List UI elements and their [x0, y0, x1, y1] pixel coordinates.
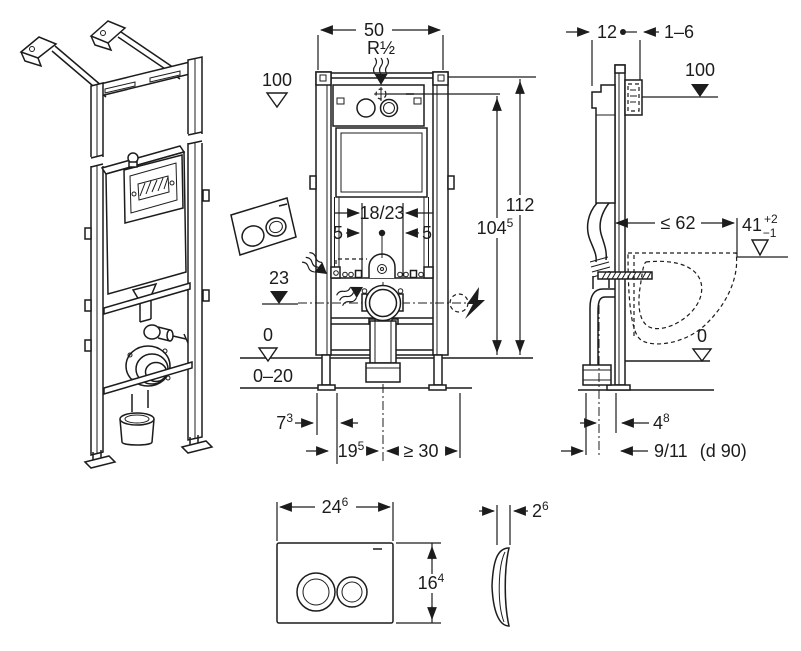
meter-mark-label: 100	[262, 70, 292, 90]
side-view: 12 1–6 100 ≤ 62 41+2−1 0	[561, 22, 788, 461]
flush-button-small	[336, 576, 368, 608]
dim-foot-offset-label: 73	[276, 411, 293, 433]
frame-rail-left	[309, 71, 332, 356]
datum-outlet-height-label: 23	[269, 268, 289, 288]
dim-connection-height-label: 1045	[477, 216, 514, 238]
iso-rail-right	[185, 56, 210, 441]
frame-rail-right	[432, 71, 455, 356]
front-view: 50 R½ 100 18/23 5 5 23	[240, 20, 536, 464]
iso-supply-fitting	[143, 324, 189, 344]
flush-plate-side	[491, 547, 510, 627]
dim-offset-left-label: 5	[333, 223, 343, 243]
datum-triangle-open	[691, 348, 713, 363]
iso-rail-left	[84, 82, 106, 456]
dim-width-top: 50	[317, 20, 444, 70]
iso-floor-socket	[119, 412, 155, 446]
iso-foot-left	[83, 450, 117, 469]
dim-frame-depth-label: 12	[597, 22, 617, 42]
dim-offsets: 5 5	[333, 223, 432, 258]
dim-pipe-offset: 48	[580, 393, 670, 433]
fittings-row	[330, 253, 434, 279]
datum-outlet-height: 23	[262, 268, 298, 305]
electric-connection-icon	[449, 287, 485, 319]
dim-connection-offset: 18/23	[334, 203, 433, 277]
dim-pipe-offset-label: 48	[653, 411, 670, 433]
dim-plate-width: 246	[276, 495, 394, 541]
iso-cistern	[100, 145, 187, 295]
iso-flush-plate	[230, 197, 297, 256]
dim-pan-depth-label: ≤ 62	[661, 213, 696, 233]
datum-floor-label: 0	[263, 325, 273, 345]
side-waste-elbow	[582, 288, 615, 458]
dim-plate-depth-label: 26	[532, 499, 549, 521]
datum-floor-front: 0 0–20	[253, 325, 293, 386]
dim-seat-height: 41+2−1	[737, 212, 788, 258]
plate-side-view: 26	[479, 499, 549, 627]
dim-pan-depth: ≤ 62	[614, 213, 738, 257]
iso-foot-right	[180, 435, 214, 454]
dim-plate-height-label: 164	[418, 571, 445, 593]
meter-mark-side: 100	[642, 60, 718, 98]
flush-button-large	[296, 572, 336, 612]
dim-offset-right-label: 5	[422, 223, 432, 243]
dim-electric-min: ≥ 30	[385, 393, 461, 461]
drain-pipe	[365, 320, 401, 383]
frame-feet	[317, 354, 447, 391]
datum-triangle-open	[265, 92, 289, 109]
water-inlet-arrow-icon	[372, 57, 390, 86]
datum-triangle-filled	[270, 291, 288, 304]
dim-total-height: 112	[448, 76, 536, 355]
water-connection-label: R½	[367, 38, 395, 58]
dim-seat-height-label: 41+2−1	[742, 212, 778, 240]
dim-frame-depth: 12 1–6	[566, 22, 694, 86]
cistern-control-box	[332, 84, 425, 127]
dim-outlet-offset: 9/11(d 90)	[561, 393, 747, 461]
dim-connection-offset-label: 18/23	[359, 203, 404, 223]
iso-view	[19, 20, 297, 469]
wall-anchor-right	[89, 20, 184, 80]
dim-outlet-label: 9/11(d 90)	[654, 441, 747, 461]
wc-pan-outline	[627, 252, 738, 345]
dim-total-height-label: 112	[506, 195, 535, 215]
datum-triangle-open	[750, 239, 770, 257]
side-threaded-rod	[597, 271, 653, 280]
dim-connection-height: 1045	[387, 93, 517, 355]
flush-plate-front	[276, 542, 394, 624]
inspection-window	[335, 127, 428, 198]
plate-front-view: 246 164	[276, 495, 452, 624]
floor-adjust-range-label: 0–20	[253, 366, 293, 386]
dim-foot-offset: 73	[276, 393, 358, 464]
dim-plate-depth: 26	[479, 499, 549, 545]
dim-width-top-label: 50	[364, 20, 384, 40]
side-cistern	[591, 84, 616, 204]
datum-triangle-filled	[691, 84, 709, 97]
dim-drain-offset-label: 195	[338, 439, 365, 461]
datum-floor-label: 0	[697, 326, 707, 346]
dim-electric-min-label: ≥ 30	[404, 441, 439, 461]
datum-floor-side: 0	[691, 326, 713, 363]
datum-triangle-open	[257, 347, 279, 363]
water-connection-point	[374, 87, 388, 101]
meter-mark-label: 100	[685, 60, 715, 80]
dim-drain-offset: 195	[306, 439, 380, 461]
side-plate-housing	[624, 79, 643, 116]
dim-wall-finish-label: 1–6	[664, 22, 694, 42]
dim-plate-width-label: 246	[322, 495, 349, 517]
dim-plate-height: 164	[396, 542, 452, 624]
meter-mark-front: 100	[262, 70, 292, 109]
